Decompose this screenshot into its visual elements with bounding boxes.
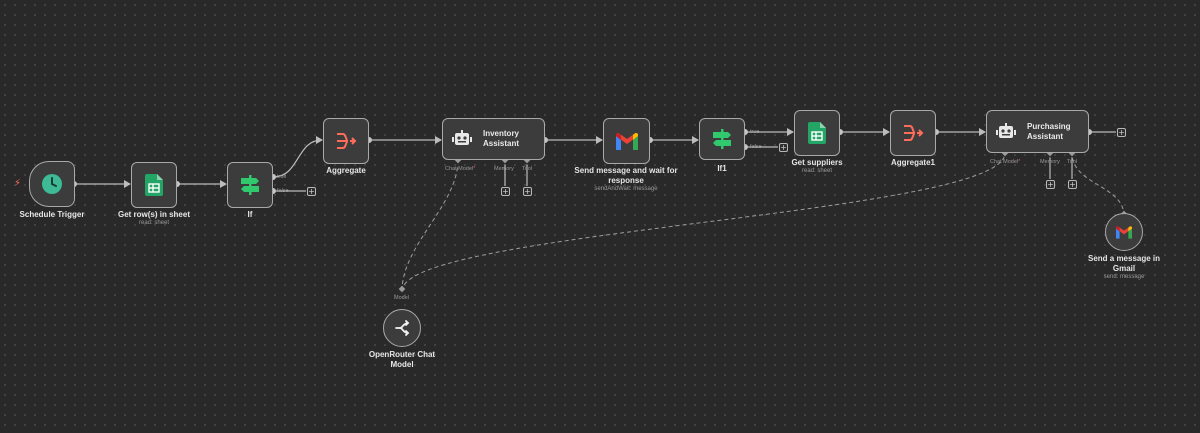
if1-label: If1	[717, 164, 727, 173]
send-and-wait-sub: sendAndWait: message	[594, 186, 658, 192]
purchasing-output-add-button[interactable]: +	[1117, 128, 1126, 137]
get-suppliers-sub: read: sheet	[801, 168, 833, 174]
node-send-and-wait[interactable]	[603, 118, 650, 164]
aggregate-icon	[902, 122, 924, 144]
get-rows-label: Get row(s) in sheet	[117, 210, 190, 219]
inventory-memory-add-button[interactable]: +	[501, 187, 510, 196]
openrouter-label: OpenRouter Chat Model	[368, 350, 436, 369]
gmail-icon	[1113, 221, 1135, 243]
node-inventory-assistant[interactable]: Inventory Assistant	[442, 118, 545, 160]
node-get-suppliers[interactable]	[794, 110, 840, 156]
gmail-icon	[615, 130, 638, 152]
purchasing-tool-add-button[interactable]: +	[1068, 180, 1077, 189]
inventory-chat-model-port: Chat Model*	[445, 166, 476, 172]
node-send-gmail[interactable]	[1105, 213, 1143, 251]
robot-icon	[995, 121, 1017, 143]
if1-true-label: true	[750, 129, 760, 135]
node-schedule-trigger[interactable]	[29, 161, 75, 207]
robot-icon	[451, 128, 473, 150]
if-false-label: false	[277, 188, 289, 194]
node-get-rows[interactable]	[131, 162, 177, 208]
wire-openrouter-to-inventory	[401, 159, 459, 292]
if-icon	[239, 174, 261, 196]
inventory-memory-port: Memory	[494, 166, 514, 172]
purchasing-assistant-title: Purchasing Assistant	[1027, 121, 1071, 141]
send-gmail-sub: send: message	[1103, 274, 1145, 280]
inventory-assistant-title: Inventory Assistant	[483, 129, 520, 148]
node-if[interactable]	[227, 162, 273, 208]
if-icon	[711, 128, 733, 150]
wire-if-true-to-aggregate	[272, 139, 323, 178]
node-purchasing-assistant[interactable]: Purchasing Assistant	[986, 110, 1089, 153]
get-rows-sub: read: sheet	[138, 220, 170, 226]
inventory-tool-port: Tool	[522, 166, 533, 172]
wire-gmail-to-purchasing	[1071, 152, 1125, 217]
google-sheets-icon	[806, 122, 828, 144]
node-if1[interactable]	[699, 118, 745, 160]
trigger-bolt-icon: ⚡	[14, 178, 22, 189]
if1-false-label: false	[750, 144, 762, 150]
get-suppliers-label: Get suppliers	[791, 158, 843, 167]
if-false-add-button[interactable]: +	[307, 187, 316, 196]
send-and-wait-label: Send message and wait for response	[574, 166, 678, 185]
purchasing-memory-port: Memory	[1040, 159, 1060, 165]
schedule-trigger-label: Schedule Trigger	[19, 210, 85, 219]
aggregate-icon	[335, 130, 357, 152]
aggregate1-label: Aggregate1	[890, 158, 935, 167]
purchasing-tool-port: Tool	[1067, 159, 1078, 165]
send-gmail-label: Send a message in Gmail	[1087, 254, 1161, 273]
if-label: If	[247, 210, 253, 219]
openrouter-model-port: Model	[394, 295, 409, 301]
clock-icon	[41, 173, 63, 195]
wire-openrouter-to-purchasing	[401, 152, 1006, 292]
node-aggregate[interactable]	[323, 118, 369, 164]
inventory-tool-add-button[interactable]: +	[523, 187, 532, 196]
openrouter-icon	[391, 317, 413, 339]
if-true-label: true	[277, 174, 287, 180]
google-sheets-icon	[143, 174, 165, 196]
purchasing-memory-add-button[interactable]: +	[1046, 180, 1055, 189]
node-aggregate1[interactable]	[890, 110, 936, 156]
aggregate-label: Aggregate	[326, 166, 366, 175]
if1-false-add-button[interactable]: +	[779, 143, 788, 152]
purchasing-chat-model-port: Chat Model*	[990, 159, 1021, 165]
node-openrouter-chat-model[interactable]	[383, 309, 421, 347]
